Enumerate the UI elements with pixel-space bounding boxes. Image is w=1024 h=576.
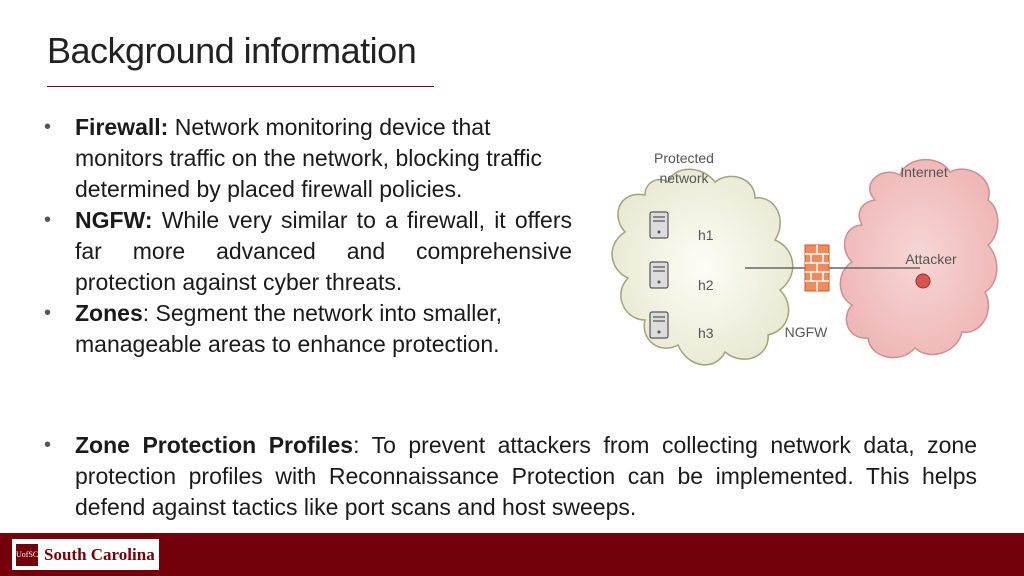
bullet-zones: Zones: Segment the network into smaller,… xyxy=(42,298,572,360)
protected-label-line2: network xyxy=(659,170,709,186)
ngfw-label: NGFW xyxy=(785,324,829,340)
internet-cloud xyxy=(839,158,999,359)
bullet-list: Firewall: Network monitoring device that… xyxy=(42,112,572,360)
bullet-firewall: Firewall: Network monitoring device that… xyxy=(42,112,572,205)
bullet-ngfw: NGFW: While very similar to a firewall, … xyxy=(42,205,572,298)
firewall-icon xyxy=(804,244,830,292)
network-diagram: Protected network Internet h1 h2 h3 NGFW… xyxy=(611,150,999,366)
host-label-h1: h1 xyxy=(698,227,714,243)
logo-text: South Carolina xyxy=(44,544,155,564)
bullet-text: : Segment the network into smaller, mana… xyxy=(75,300,502,357)
internet-label: Internet xyxy=(900,164,948,180)
logo-mark: UofSC xyxy=(16,543,38,566)
bullet-zone-protection-profiles: Zone Protection Profiles: To prevent att… xyxy=(42,430,977,523)
bottom-bullet-list: Zone Protection Profiles: To prevent att… xyxy=(42,430,977,523)
title-underline xyxy=(47,86,434,87)
bullet-text: Network monitoring device that monitors … xyxy=(75,114,543,202)
bullet-term: Firewall: xyxy=(75,114,169,140)
attacker-label: Attacker xyxy=(905,251,957,267)
university-logo: UofSC South Carolina xyxy=(12,539,159,570)
host-label-h3: h3 xyxy=(698,325,714,341)
bullet-text: While very similar to a firewall, it off… xyxy=(75,207,572,295)
bullet-term: NGFW: xyxy=(75,207,153,233)
host-label-h2: h2 xyxy=(698,277,714,293)
server-icon xyxy=(649,311,669,339)
bullet-term: Zones xyxy=(75,300,143,326)
slide-title: Background information xyxy=(47,30,417,71)
protected-label-line1: Protected xyxy=(654,150,714,166)
bullet-term: Zone Protection Profiles xyxy=(75,432,354,458)
server-icon xyxy=(649,261,669,289)
bullet-text: : To prevent attackers from collecting n… xyxy=(75,432,977,520)
server-icon xyxy=(649,211,669,239)
footer-bar: UofSC South Carolina xyxy=(0,533,1024,576)
attacker-dot xyxy=(915,273,931,289)
